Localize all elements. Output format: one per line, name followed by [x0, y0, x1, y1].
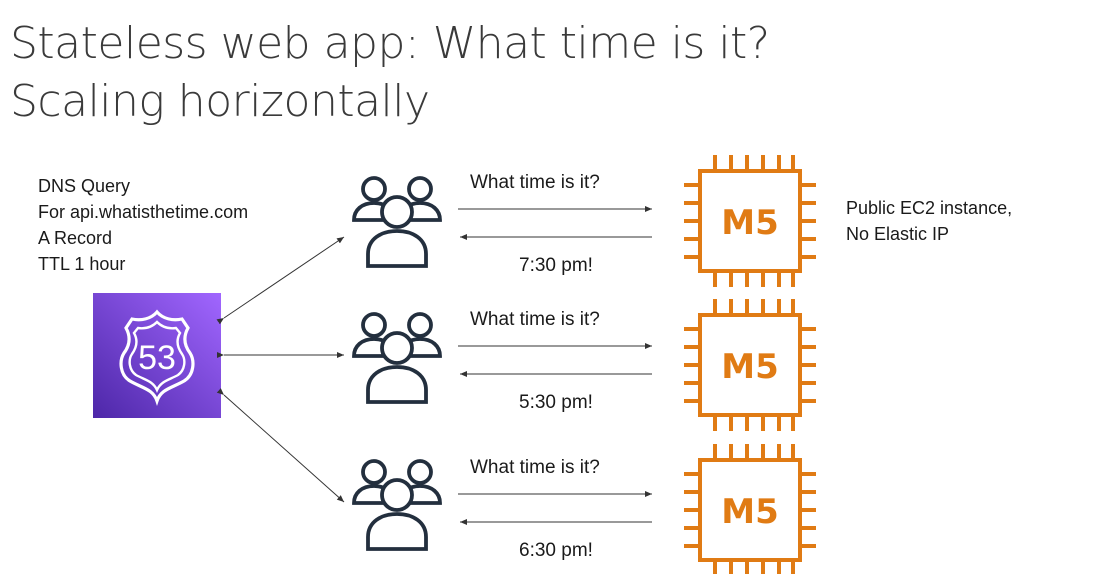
question-label-1: What time is it? [470, 172, 600, 193]
ec2-instance-icon: M5 [682, 442, 818, 574]
dns-arrow-3 [216, 388, 345, 503]
ec2-instance-icon: M5 [682, 153, 818, 289]
users-icon [352, 176, 442, 268]
ec2-note-line1: Public EC2 instance, [846, 198, 1013, 218]
answer-label-3: 6:30 pm! [519, 540, 593, 561]
route53-label: 53 [138, 339, 176, 377]
dns-domain-label: For api.whatisthetime.com [38, 202, 249, 222]
dns-arrow-1 [216, 236, 345, 325]
answer-label-2: 5:30 pm! [519, 392, 593, 413]
instance-type-label: M5 [721, 203, 779, 243]
dns-record-type-label: A Record [38, 228, 113, 248]
slide-title-line2: Scaling horizontally [10, 76, 430, 127]
answer-label-1: 7:30 pm! [519, 255, 593, 276]
question-label-2: What time is it? [470, 309, 600, 330]
route53-shield-icon: 53 [93, 293, 221, 418]
question-label-3: What time is it? [470, 457, 600, 478]
slide-title-line1: Stateless web app: What time is it? [10, 18, 770, 69]
instance-type-label: M5 [721, 347, 779, 387]
users-icon [352, 459, 442, 551]
dns-query-label: DNS Query [38, 176, 131, 196]
users-icon [352, 312, 442, 404]
ec2-note-line2: No Elastic IP [846, 224, 950, 244]
instance-type-label: M5 [721, 492, 779, 532]
ec2-instance-icon: M5 [682, 297, 818, 433]
dns-ttl-label: TTL 1 hour [38, 254, 126, 274]
